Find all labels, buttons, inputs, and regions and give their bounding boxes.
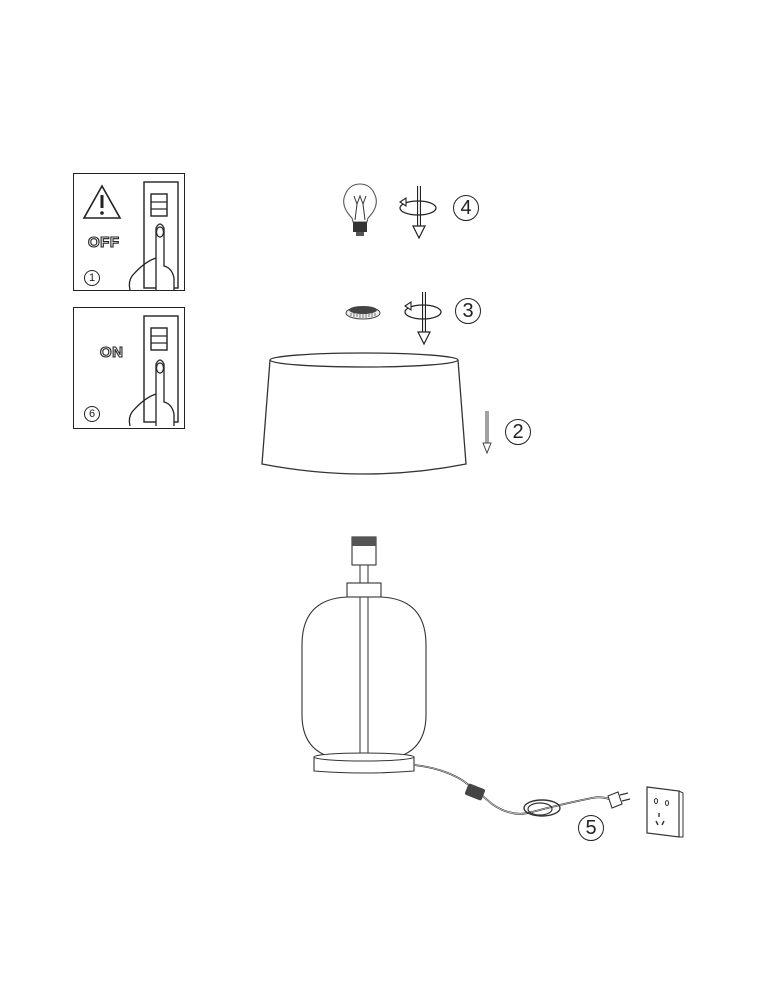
power-cord-icon [413, 764, 631, 817]
step-number-4: 4 [453, 195, 479, 221]
lamp-body-icon [301, 536, 427, 774]
step-number-6: 6 [84, 406, 100, 422]
down-arrow-icon [482, 411, 492, 455]
step-number-3: 3 [455, 298, 481, 324]
step-number-5: 5 [578, 815, 604, 841]
lamp-shade-icon [261, 352, 467, 475]
hand-pressing-icon [128, 223, 175, 291]
wall-socket-icon [646, 786, 684, 838]
rotate-down-arrow-icon [404, 292, 442, 346]
ring-nut-icon [345, 306, 381, 320]
rotate-down-arrow-icon [399, 186, 437, 240]
step-number-2: 2 [505, 419, 531, 445]
panel-power-on: ON 6 [73, 307, 185, 429]
panel-power-off: OFF 1 [73, 173, 185, 291]
warning-triangle-icon [82, 184, 122, 219]
step-number-1: 1 [84, 270, 100, 286]
hand-pressing-icon [128, 359, 175, 427]
on-label: ON [99, 343, 124, 361]
inline-switch-icon [465, 783, 485, 801]
light-bulb-icon [343, 183, 377, 236]
off-label: OFF [87, 233, 120, 251]
